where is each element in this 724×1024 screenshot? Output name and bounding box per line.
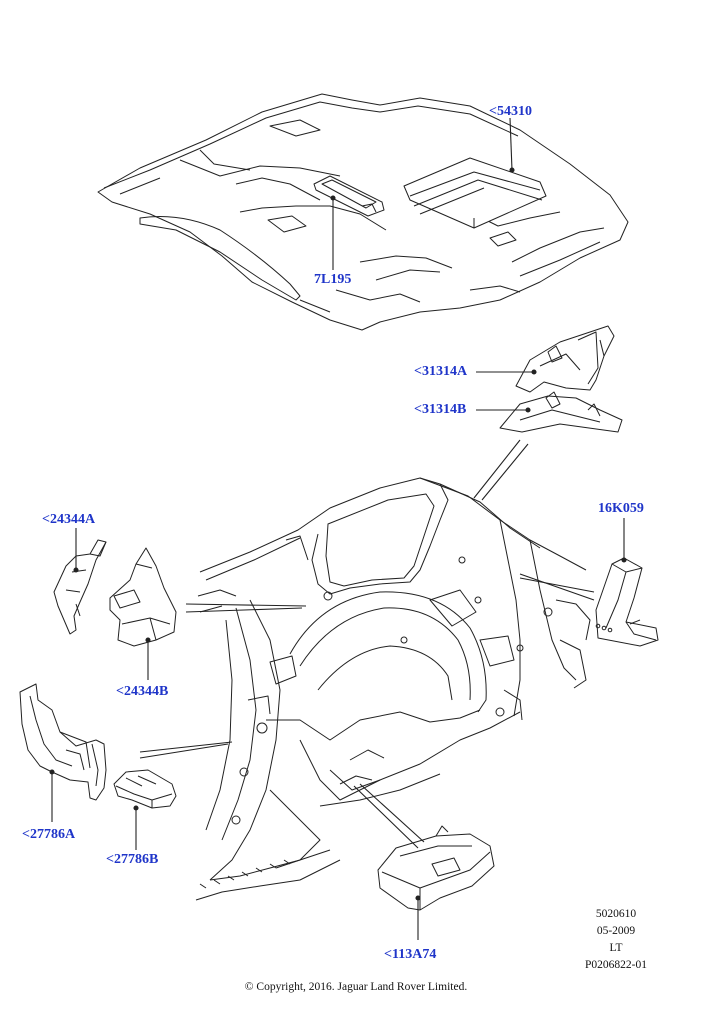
callout-24344a[interactable]: <24344A — [42, 512, 96, 527]
quarter-upper-trim — [515, 325, 615, 393]
bracket-24344b — [109, 547, 177, 647]
callout-31314a[interactable]: <31314A — [414, 364, 468, 379]
callout-54310[interactable]: <54310 — [489, 104, 532, 119]
bracket-24344a — [53, 539, 107, 635]
vehicle-body-structure — [195, 477, 591, 901]
diagram-ref: P0206822-01 — [585, 959, 647, 971]
diagram-region: LT — [609, 942, 623, 954]
callout-31314b[interactable]: <31314B — [414, 402, 467, 417]
callout-27786b[interactable]: <27786B — [106, 852, 159, 867]
callout-7l195[interactable]: 7L195 — [314, 272, 352, 287]
callout-24344b[interactable]: <24344B — [116, 684, 169, 699]
diagram-date: 05-2009 — [596, 925, 636, 937]
roof-sunshade-panel — [403, 157, 547, 229]
copyright-notice: © Copyright, 2016. Jaguar Land Rover Lim… — [244, 981, 468, 993]
floor-cover-113a74 — [377, 825, 495, 911]
diagram-info-block: 5020610 05-2009 LT P0206822-01 — [571, 906, 661, 974]
insulator-16k059 — [595, 557, 659, 647]
bracket-27786b — [113, 769, 177, 809]
bracket-27786a — [19, 683, 107, 801]
quarter-lower-trim — [499, 391, 623, 433]
diagram-code: 5020610 — [595, 908, 637, 920]
callout-16k059[interactable]: 16K059 — [598, 501, 644, 516]
callout-27786a[interactable]: <27786A — [22, 827, 76, 842]
overhead-console — [313, 175, 385, 217]
callout-113a74[interactable]: <113A74 — [384, 947, 437, 962]
leader-lines — [49, 117, 627, 940]
